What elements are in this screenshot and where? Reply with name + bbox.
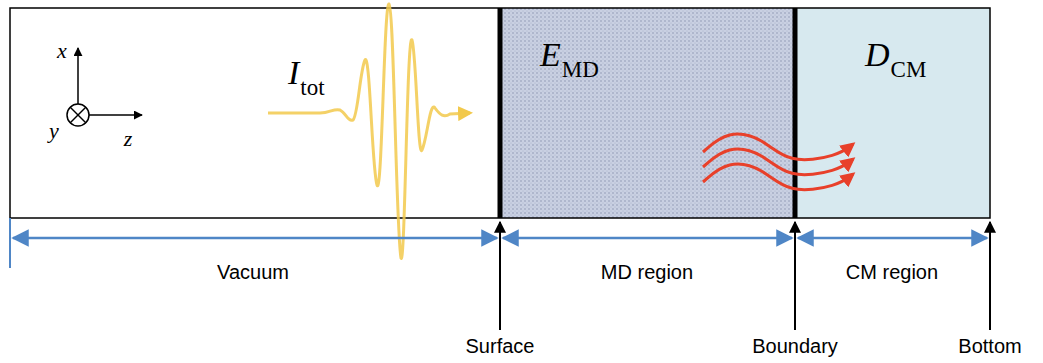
axis-label: x — [57, 40, 67, 62]
axis-label: y — [49, 120, 59, 142]
pointer-arrow — [989, 222, 991, 330]
vacuum-fill — [10, 8, 500, 218]
axis-label: z — [124, 128, 133, 150]
region-name: Vacuum — [217, 262, 289, 282]
dimension-arrow — [13, 237, 497, 240]
heat-flow-arrow — [703, 164, 853, 189]
quantity-subscript: CM — [891, 58, 927, 81]
boundary-line — [793, 8, 798, 218]
x-axis — [77, 48, 79, 104]
light-pulse — [268, 4, 470, 258]
dimension-arrow — [503, 237, 792, 240]
quantity-symbol: E — [540, 38, 561, 72]
y-axis-cross — [70, 107, 86, 123]
quantity-subscript: tot — [300, 76, 324, 99]
dimension-tick — [9, 218, 11, 268]
z-axis — [89, 114, 142, 116]
pointer-arrow — [499, 222, 501, 330]
interface-name: Surface — [466, 336, 535, 356]
surface-line — [498, 8, 503, 218]
pointer-arrow — [794, 222, 796, 330]
md-region: EMD — [500, 8, 795, 218]
region-name: CM region — [846, 262, 938, 282]
y-axis-cross — [70, 107, 86, 123]
vacuum-region: Itot — [10, 8, 500, 218]
md-fill — [500, 8, 795, 218]
quantity-subscript: MD — [562, 58, 599, 81]
heat-flow-arrow — [703, 134, 853, 159]
outer-frame — [10, 8, 990, 218]
region-name: MD region — [601, 262, 693, 282]
interface-name: Boundary — [752, 336, 838, 356]
quantity-symbol: I — [288, 56, 299, 90]
heat-flow-arrow — [703, 149, 853, 174]
quantity-symbol: D — [865, 38, 890, 72]
dimension-arrow — [798, 237, 987, 240]
y-axis-symbol — [67, 104, 89, 126]
cm-region: DCM — [795, 8, 990, 218]
interface-name: Bottom — [958, 336, 1021, 356]
